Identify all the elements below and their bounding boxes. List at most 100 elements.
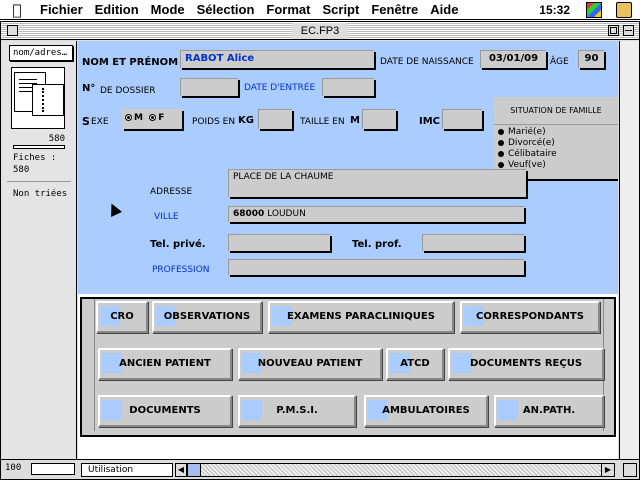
navigation-buttons-panel: CRO OBSERVATIONS EXAMENS PARACLINIQUES C… (80, 297, 616, 437)
sexe-radio-group[interactable]: M F (122, 109, 182, 129)
radio-icon[interactable] (498, 139, 504, 146)
anpath-button-label: AN.PATH. (522, 405, 576, 416)
menu-selection[interactable]: Sélection (196, 1, 255, 17)
sexe-m-radio[interactable] (125, 114, 132, 121)
sexe-label-initial: S (82, 115, 90, 128)
menu-bar:  Fichier Edition Mode Sélection Format … (0, 0, 640, 20)
radio-icon[interactable] (498, 150, 504, 157)
zoom-controls-icon[interactable] (31, 463, 75, 475)
family-option-veuf[interactable]: Veuf(ve) (498, 160, 546, 170)
tel-pro-field[interactable] (422, 234, 524, 251)
examens-paracliniques-button[interactable]: EXAMENS PARACLINIQUES (268, 301, 454, 333)
entry-date-label: DATE D'ENTRÉE (244, 83, 316, 93)
record-number[interactable]: 580 (48, 134, 65, 144)
weight-unit: KG (238, 115, 254, 126)
status-divider (7, 181, 71, 182)
atcd-button-label: ATCD (400, 358, 430, 369)
height-field[interactable] (362, 109, 396, 129)
status-area: nom/adres… 580 Fiches : 580 Non triées (1, 41, 77, 459)
patient-info-panel: NOM ET PRÉNOM RABOT Alice DATE DE NAISSA… (78, 41, 618, 294)
menu-mode[interactable]: Mode (150, 1, 185, 17)
menu-fichier[interactable]: Fichier (40, 1, 83, 17)
zoom-level[interactable]: 100 (5, 463, 22, 473)
zoom-box-icon[interactable] (608, 25, 619, 36)
family-option-marie[interactable]: Marié(e) (498, 127, 546, 137)
scroll-right-arrow-icon[interactable]: ▶ (601, 463, 615, 477)
imc-field[interactable] (442, 109, 482, 129)
nouveau-patient-button[interactable]: NOUVEAU PATIENT (238, 348, 382, 380)
family-option-label: Divorcé(e) (508, 138, 555, 148)
menubar-clock[interactable]: 15:32 (539, 3, 570, 17)
resize-grip-icon[interactable] (623, 463, 637, 477)
family-situation-title: SITUATION DE FAMILLE (494, 97, 618, 125)
file-number-field[interactable] (180, 78, 238, 96)
correspondants-button-label: CORRESPONDANTS (476, 311, 584, 322)
record-slider[interactable] (13, 145, 65, 149)
menu-aide[interactable]: Aide (430, 1, 459, 17)
horizontal-scrollbar[interactable] (175, 463, 603, 477)
entry-date-field[interactable] (322, 78, 374, 96)
correspondants-button[interactable]: CORRESPONDANTS (460, 301, 600, 333)
weight-field[interactable] (258, 109, 292, 129)
application-menu-icon[interactable] (616, 2, 632, 18)
app-switcher-icon[interactable] (586, 2, 602, 18)
apple-menu-icon[interactable]:  (0, 1, 34, 19)
book-ring-icon (42, 88, 48, 112)
scroll-left-arrow-icon[interactable]: ◀ (175, 463, 187, 477)
mouse-cursor-icon (106, 201, 122, 217)
scroll-thumb[interactable] (187, 463, 201, 477)
collapse-box-icon[interactable] (623, 25, 634, 36)
atcd-button[interactable]: ATCD (386, 348, 444, 380)
menu-script[interactable]: Script (322, 1, 360, 17)
documents-button[interactable]: DOCUMENTS (98, 395, 232, 427)
menu-edition[interactable]: Edition (94, 1, 139, 17)
pmsi-button[interactable]: P.M.S.I. (238, 395, 356, 427)
city-label: VILLE (154, 212, 179, 222)
radio-icon[interactable] (498, 161, 504, 168)
ancien-patient-button[interactable]: ANCIEN PATIENT (98, 348, 232, 380)
cro-button-label: CRO (110, 311, 134, 322)
profession-label: PROFESSION (152, 265, 210, 275)
menu-fenetre[interactable]: Fenêtre (371, 1, 419, 17)
layout-popup[interactable]: nom/adres… (9, 45, 73, 61)
observations-button[interactable]: OBSERVATIONS (152, 301, 262, 333)
family-option-divorce[interactable]: Divorcé(e) (498, 138, 555, 148)
sexe-label: EXE (91, 117, 109, 127)
address-field[interactable]: PLACE DE LA CHAUME (228, 169, 526, 197)
vertical-scrollbar[interactable] (619, 41, 639, 459)
city-field[interactable]: 68000 LOUDUN (228, 206, 524, 222)
nouveau-patient-button-label: NOUVEAU PATIENT (257, 358, 363, 369)
ancien-patient-button-label: ANCIEN PATIENT (119, 358, 211, 369)
address-label: ADRESSE (150, 187, 193, 197)
file-label: DE DOSSIER (100, 86, 156, 96)
file-label-prefix: N° (82, 83, 96, 94)
tel-private-field[interactable] (228, 234, 330, 251)
ambulatoires-button-label: AMBULATOIRES (382, 405, 470, 416)
examens-button-label: EXAMENS PARACLINIQUES (287, 311, 435, 322)
menu-format[interactable]: Format (266, 1, 311, 17)
sort-status: Non triées (13, 189, 68, 199)
mode-popup[interactable]: Utilisation (81, 463, 173, 477)
sexe-f-radio[interactable] (149, 114, 157, 121)
records-count: 580 (13, 165, 30, 175)
radio-icon[interactable] (498, 128, 504, 135)
profession-field[interactable] (228, 259, 524, 275)
city-zip: 68000 (233, 209, 265, 219)
documents-button-label: DOCUMENTS (129, 405, 201, 416)
age-field[interactable]: 90 (578, 50, 604, 68)
observations-button-label: OBSERVATIONS (163, 311, 251, 322)
documents-recus-button[interactable]: DOCUMENTS REÇUS (448, 348, 604, 380)
close-box-icon[interactable] (7, 25, 18, 36)
cro-button[interactable]: CRO (96, 301, 148, 333)
weight-label: POIDS EN (192, 117, 236, 127)
patient-form: NOM ET PRÉNOM RABOT Alice DATE DE NAISSA… (78, 41, 618, 459)
database-window: EC.FP3 nom/adres… 580 Fiches : 580 Non t… (0, 21, 640, 480)
ambulatoires-button[interactable]: AMBULATOIRES (364, 395, 488, 427)
tel-pro-label: Tel. prof. (352, 239, 402, 250)
record-book-icon[interactable] (11, 67, 65, 129)
dob-field[interactable]: 03/01/09 (480, 50, 546, 68)
family-option-celibataire[interactable]: Célibataire (498, 149, 557, 159)
anpath-button[interactable]: AN.PATH. (494, 395, 604, 427)
name-field[interactable]: RABOT Alice (180, 50, 374, 68)
window-title-bar[interactable]: EC.FP3 (1, 22, 639, 40)
